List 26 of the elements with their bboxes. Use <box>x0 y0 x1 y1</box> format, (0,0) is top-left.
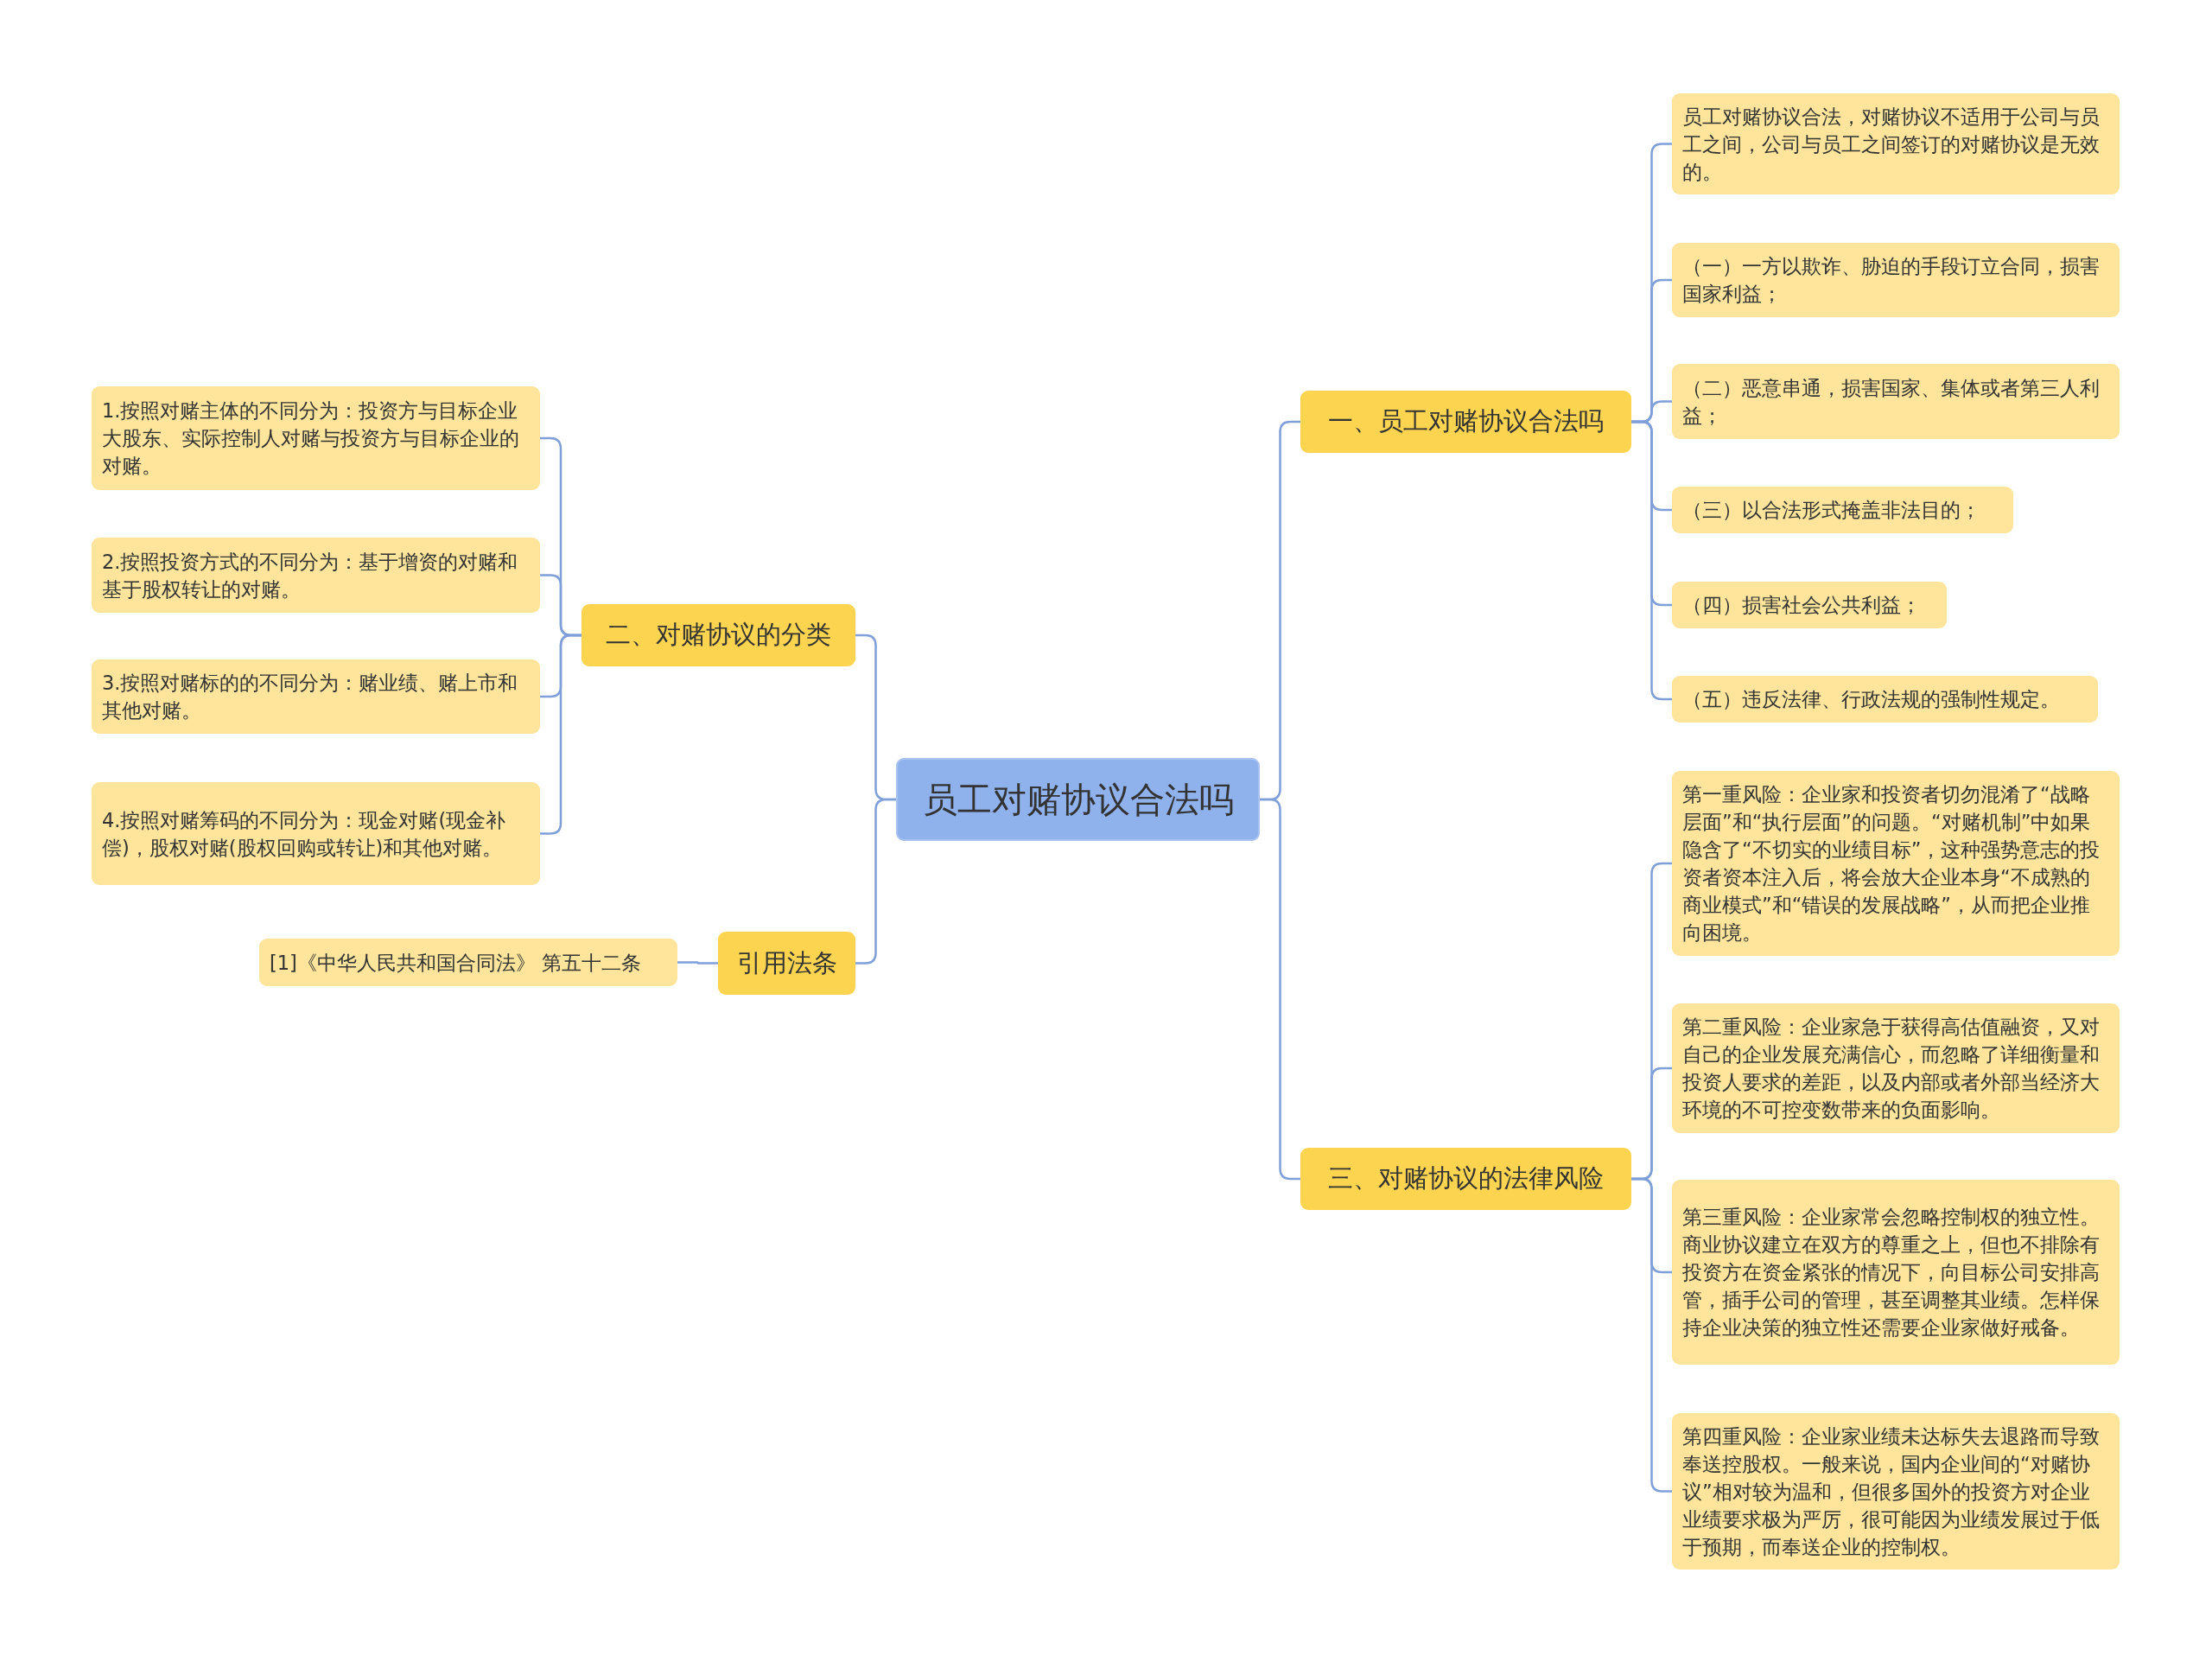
connector-line <box>1631 420 1672 701</box>
leaf-box: 2.按照投资方式的不同分为：基于增资的对赌和基于股权转让的对赌。 <box>92 538 540 613</box>
leaf-box: （一）一方以欺诈、胁迫的手段订立合同，损害国家利益； <box>1672 243 2120 317</box>
connector-line <box>1631 1177 1672 1493</box>
leaf-box: 第三重风险：企业家常会忽略控制权的独立性。商业协议建立在双方的尊重之上，但也不排除有投资方在资金紧张的情况下，向目标公司安排高管，插手公司的管理，甚至调整其业绩。怎样保持企业决策的独立性还需要企业家做好戒备。 <box>1672 1180 2120 1365</box>
connector-line <box>1260 798 1300 1181</box>
leaf-box: 1.按照对赌主体的不同分为：投资方与目标企业大股东、实际控制人对赌与投资方与目标企业的对赌。 <box>92 386 540 490</box>
branch-box: 三、对赌协议的法律风险 <box>1300 1148 1631 1210</box>
leaf-box: 第一重风险：企业家和投资者切勿混淆了“战略层面”和“执行层面”的问题。“对赌机制”中如果隐含了“不切实的业绩目标”，这种强势意志的投资者资本注入后，将会放大企业本身“不成熟的商业模式”和“错误的发展战略”，从而把企业推向困境。 <box>1672 771 2120 956</box>
leaf-box: 3.按照对赌标的的不同分为：赌业绩、赌上市和其他对赌。 <box>92 659 540 734</box>
topic-box: 员工对赌协议合法吗 <box>896 758 1260 841</box>
branch-box: 一、员工对赌协议合法吗 <box>1300 391 1631 453</box>
connector-line <box>540 634 582 835</box>
connector-line <box>677 961 718 965</box>
leaf-box: 第二重风险：企业家急于获得高估值融资，又对自己的企业发展充满信心，而忽略了详细衡量和投资人要求的差距，以及内部或者外部当经济大环境的不可控变数带来的负面影响。 <box>1672 1003 2120 1133</box>
leaf-box: （五）违反法律、行政法规的强制性规定。 <box>1672 676 2098 723</box>
connector-line <box>855 798 896 965</box>
leaf-box: （三）以合法形式掩盖非法目的； <box>1672 487 2013 533</box>
branch-box: 二、对赌协议的分类 <box>582 604 855 666</box>
branch-box: 引用法条 <box>718 932 855 995</box>
leaf-box: 第四重风险：企业家业绩未达标失去退路而导致奉送控股权。一般来说，国内企业间的“对赌协议”相对较为温和，但很多国外的投资方对企业业绩要求极为严厉，很可能因为业绩发展过于低于预期，而奉送企业的控制权。 <box>1672 1413 2120 1570</box>
leaf-box: 4.按照对赌筹码的不同分为：现金对赌(现金补偿)，股权对赌(股权回购或转让)和其他对赌。 <box>92 782 540 885</box>
leaf-box: （二）恶意串通，损害国家、集体或者第三人利益； <box>1672 364 2120 439</box>
leaf-box: [1]《中华人民共和国合同法》 第五十二条 <box>259 939 677 986</box>
leaf-box: 员工对赌协议合法，对赌协议不适用于公司与员工之间，公司与员工之间签订的对赌协议是无效的。 <box>1672 93 2120 194</box>
leaf-box: （四）损害社会公共利益； <box>1672 582 1947 628</box>
